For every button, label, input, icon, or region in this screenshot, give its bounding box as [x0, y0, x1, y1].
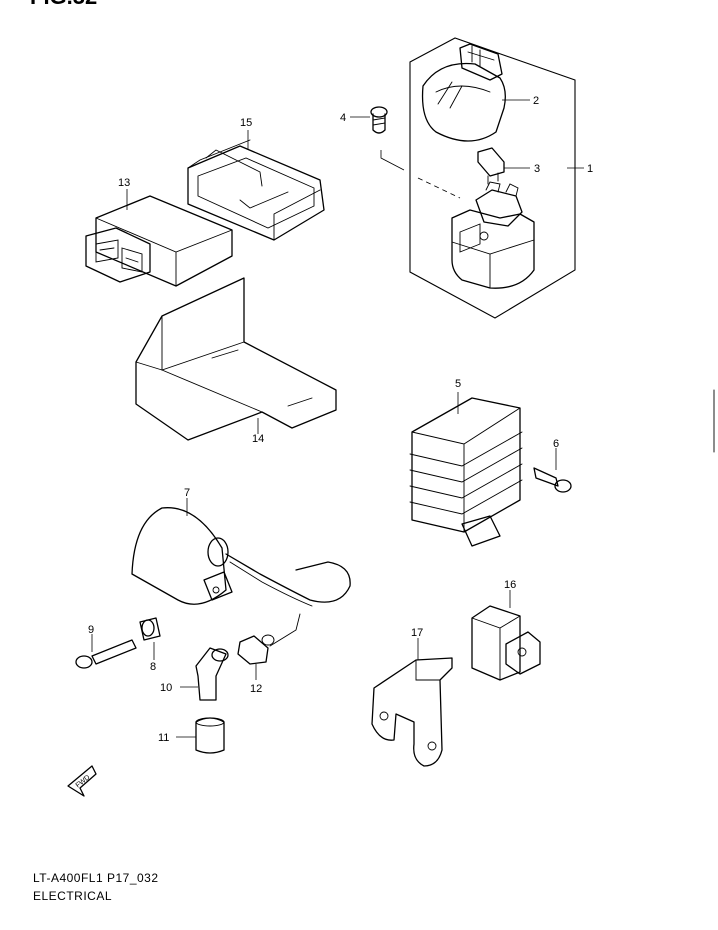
callout-16: 16	[504, 579, 516, 591]
callout-14: 14	[252, 433, 264, 445]
callout-11: 11	[158, 732, 169, 744]
figure-title: FIG.32	[30, 0, 97, 9]
relay-body	[451, 181, 535, 289]
callout-5: 5	[455, 378, 461, 390]
callout-8: 8	[150, 661, 156, 673]
part-15-ecu-rubber-cover	[187, 130, 325, 241]
callout-2: 2	[533, 95, 539, 107]
part-4-screw	[350, 106, 461, 199]
callout-6: 6	[553, 438, 559, 450]
callout-3: 3	[534, 163, 540, 175]
callout-12: 12	[250, 683, 262, 695]
callout-10: 10	[160, 682, 172, 694]
part-6-bolt	[533, 448, 572, 493]
ignition-lead	[269, 613, 301, 647]
fwd-arrow-icon: FWD	[67, 765, 97, 797]
callout-7: 7	[184, 487, 190, 499]
part-3-fuse	[477, 147, 530, 185]
callout-15: 15	[240, 117, 252, 129]
part-13-ecu-unit	[85, 189, 233, 287]
callout-1: 1	[587, 163, 593, 175]
callout-17: 17	[411, 627, 423, 639]
part-2-relay-cover	[421, 43, 530, 142]
part-8-spacer	[139, 617, 161, 660]
part-12-terminal-cap	[237, 634, 275, 680]
part-16-connector	[471, 590, 541, 681]
part-10-spark-plug-cap	[180, 647, 229, 701]
figure-code: LT-A400FL1 P17_032	[33, 871, 159, 885]
part-1-starter-relay-frame	[409, 37, 576, 319]
part-9-bolt	[75, 634, 137, 669]
part-5-regulator-rectifier	[409, 392, 523, 547]
part-17-bracket	[371, 638, 453, 767]
callout-4: 4	[340, 112, 346, 124]
callout-9: 9	[88, 624, 94, 636]
part-7-ignition-coil	[131, 498, 351, 607]
part-14-ecu-bracket	[135, 277, 337, 441]
section-title: ELECTRICAL	[33, 889, 113, 903]
part-11-cap-cover	[176, 717, 225, 754]
callout-13: 13	[118, 177, 130, 189]
callout-labels: 1 2 3 4 5 6 7 8 9 10 11 12 13 14 15 16 1…	[88, 95, 593, 744]
fwd-label: FWD	[75, 774, 92, 789]
